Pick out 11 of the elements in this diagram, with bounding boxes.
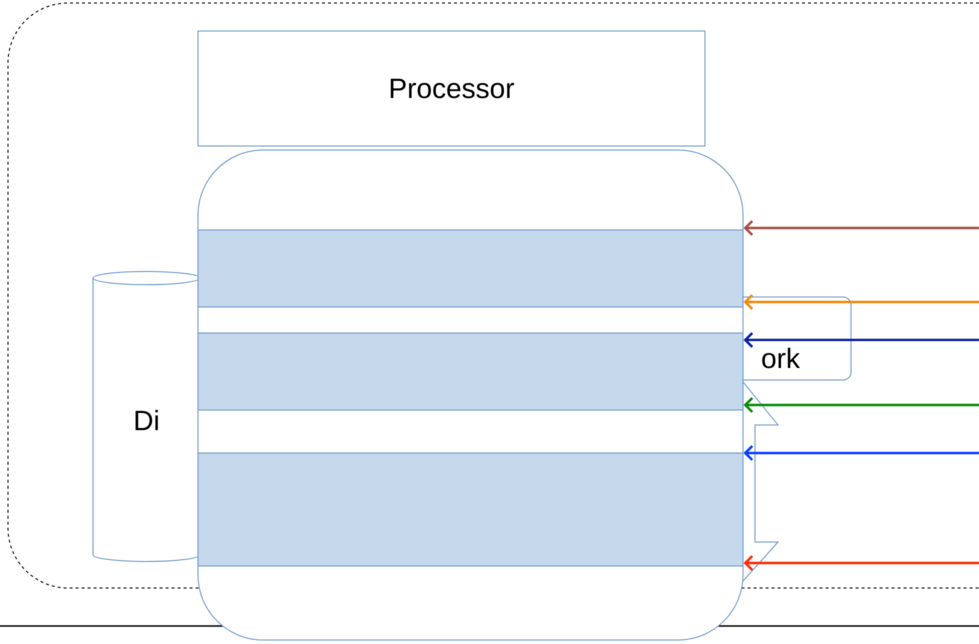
shaded-band: [198, 230, 744, 308]
disk-cylinder: Di: [92, 270, 200, 562]
arrow: [744, 445, 979, 461]
arrow: [744, 294, 979, 310]
arrow: [744, 332, 979, 348]
processor-box: Processor: [198, 30, 706, 146]
arrow: [744, 397, 979, 413]
shaded-band: [198, 332, 744, 410]
arrow: [744, 220, 979, 236]
shaded-band: [198, 452, 744, 566]
arrow: [744, 555, 979, 571]
